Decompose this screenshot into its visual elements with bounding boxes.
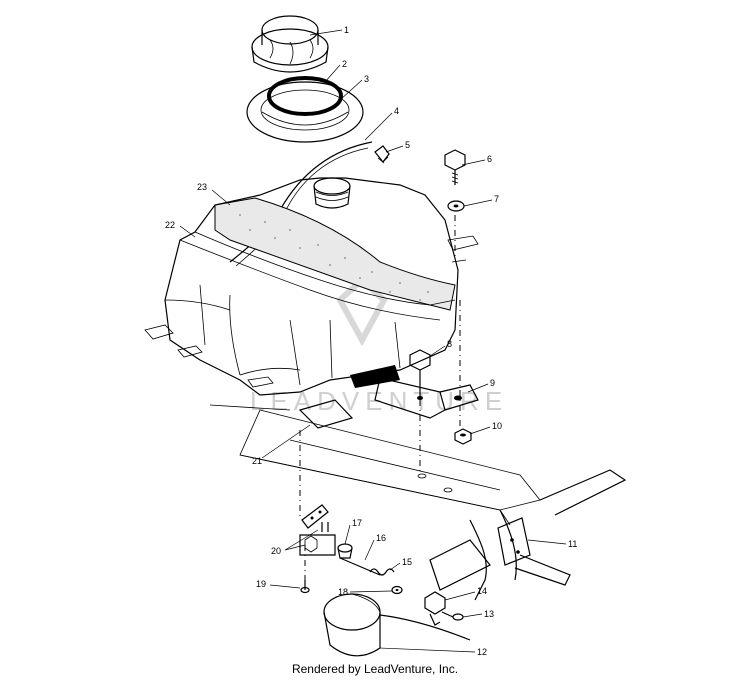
nut[interactable] — [454, 428, 472, 445]
valve-spring[interactable] — [369, 568, 395, 576]
callout-8: 8 — [447, 339, 452, 349]
fuel-tank[interactable] — [144, 177, 479, 396]
center-lines — [299, 215, 461, 585]
rendered-by-footer: Rendered by LeadVenture, Inc. — [291, 662, 459, 676]
callout-22: 22 — [165, 220, 175, 230]
frame[interactable] — [209, 404, 627, 641]
callout-5: 5 — [405, 140, 410, 150]
callout-2: 2 — [342, 59, 347, 69]
valve-shaft[interactable] — [339, 557, 381, 576]
callout-11: 11 — [568, 539, 577, 549]
bolt-lower[interactable] — [409, 349, 431, 400]
callout-17: 17 — [352, 518, 362, 528]
watermark: LEADVENTURE — [250, 275, 502, 416]
fuel-valve-assembly[interactable] — [299, 504, 336, 556]
callout-15: 15 — [402, 557, 412, 567]
washer-small[interactable] — [391, 585, 403, 595]
callout-14: 14 — [477, 586, 487, 596]
bolt-upper[interactable] — [444, 149, 466, 185]
callout-4: 4 — [394, 106, 399, 116]
fuel-cap[interactable] — [251, 15, 329, 73]
callout-20: 20 — [271, 546, 281, 556]
tank-pad[interactable] — [298, 399, 354, 429]
mounting-bracket[interactable] — [374, 377, 479, 419]
screw-bottom[interactable] — [300, 580, 310, 594]
callout-13: 13 — [484, 609, 494, 619]
hose-fitting[interactable] — [424, 591, 446, 626]
callout-12: 12 — [477, 647, 487, 657]
callout-labels: 1 2 3 4 5 6 7 8 9 10 11 12 13 14 15 16 1… — [165, 25, 577, 657]
valve-knob[interactable] — [337, 543, 353, 559]
vent-fitting[interactable] — [374, 145, 390, 164]
gasket-ring[interactable] — [267, 76, 343, 116]
callout-1: 1 — [344, 25, 349, 35]
callout-23: 23 — [197, 182, 207, 192]
leader-lines — [179, 29, 567, 653]
callout-19: 19 — [256, 579, 266, 589]
callout-16: 16 — [376, 533, 386, 543]
washer-upper[interactable] — [447, 200, 465, 212]
callout-3: 3 — [364, 74, 369, 84]
screw-small[interactable] — [441, 611, 464, 621]
callout-10: 10 — [492, 421, 502, 431]
frame-plate[interactable] — [497, 517, 531, 566]
callout-7: 7 — [494, 194, 499, 204]
callout-9: 9 — [490, 378, 495, 388]
callout-6: 6 — [487, 154, 492, 164]
callout-18: 18 — [338, 587, 348, 597]
fuel-filter-housing[interactable] — [323, 593, 381, 657]
cap-flange[interactable] — [246, 81, 364, 143]
foam-pad[interactable] — [214, 197, 456, 311]
callout-21: 21 — [252, 456, 262, 466]
